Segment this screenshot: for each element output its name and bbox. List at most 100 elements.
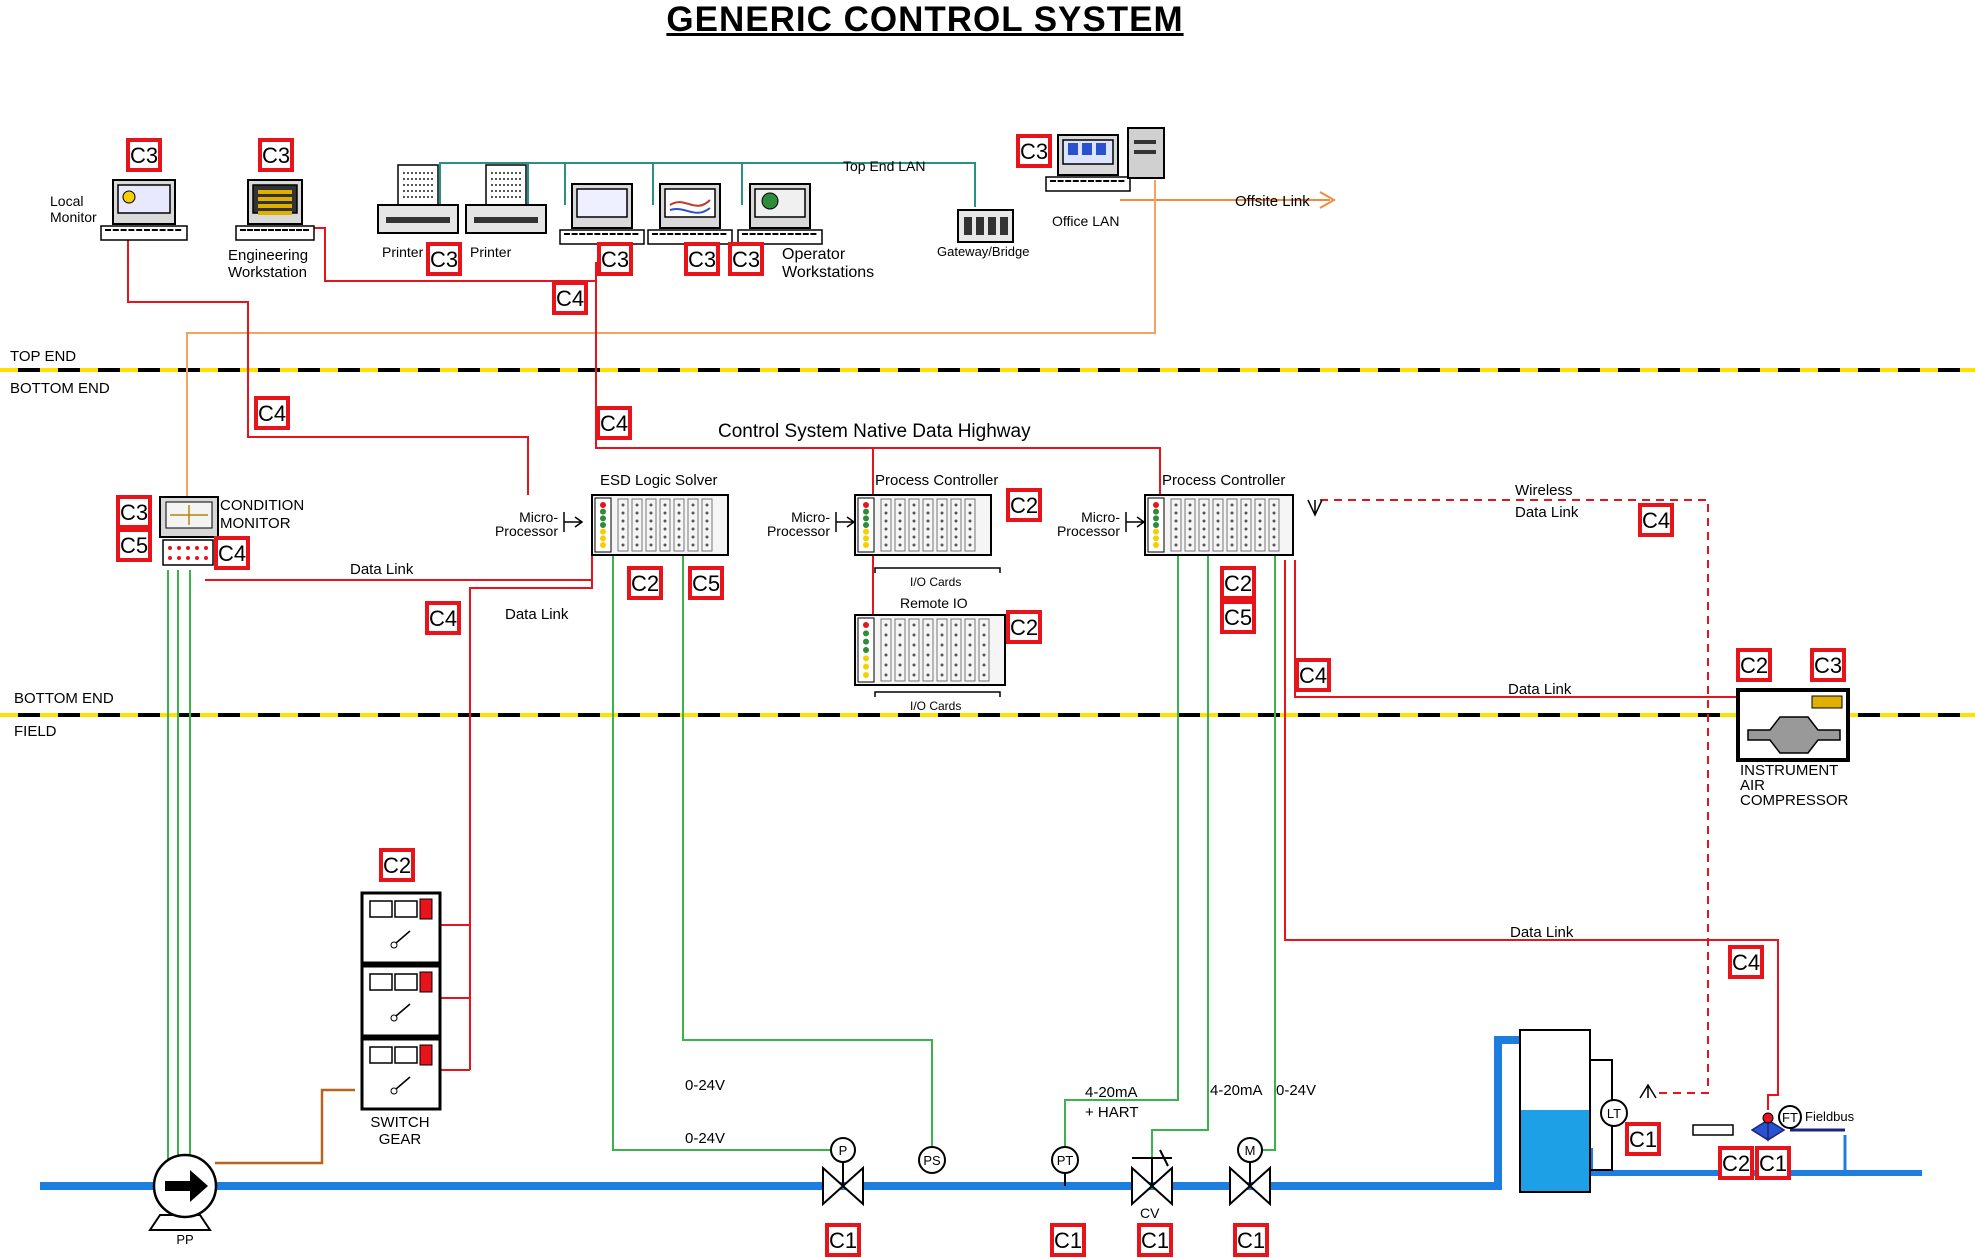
io-cards-label: I/O Cards [910,575,961,589]
screen-window [1082,143,1092,155]
signal-label: 4-20mA [1210,1082,1263,1099]
pump-icon [148,1153,218,1231]
process-pipe [40,1036,1520,1190]
tag-label: C3 [732,247,760,272]
office-pc-tower-icon [1127,127,1165,179]
screen-window [1068,143,1078,155]
screen-bar [258,190,292,194]
tag-c4: C4 [254,396,290,430]
instrument-tag: LT [1607,1106,1621,1121]
tag-label: C3 [120,500,148,525]
native-data-highway-label: Control System Native Data Highway [718,421,1031,442]
screen-bar [258,211,292,215]
flow-transmitter-icon: FT [1778,1105,1802,1129]
printer-label: Printer [470,244,512,260]
tag-c5: C5 [688,566,724,600]
tag-label: C2 [1010,493,1038,518]
tag-c3: C3 [426,242,462,276]
native-data-highway [595,437,1161,495]
tag-c2: C2 [1006,488,1042,522]
printer-1-icon [377,164,459,234]
motor-actuator-icon: M [1237,1137,1263,1163]
motor-valve-icon [1229,1158,1271,1207]
data-link-label: Data Link [1510,924,1574,941]
tag-c5: C5 [1220,600,1256,634]
screen-bar [258,197,292,201]
tag-c3: C3 [597,242,633,276]
wire-esd-p [612,555,830,1151]
actuator-spring-icon [1132,1149,1172,1167]
tag-c4: C4 [1638,503,1674,537]
data-link-label: Data Link [350,561,414,578]
tag-c1: C1 [825,1223,861,1257]
pressure-transmitter-icon: PT [1051,1146,1079,1174]
tag-c2: C2 [1718,1146,1754,1180]
tag-c4: C4 [596,406,632,440]
tag-c1: C1 [1233,1223,1269,1257]
tag-label: C1 [1054,1228,1082,1253]
tag-c3: C3 [1016,134,1052,168]
io-cards-label: I/O Cards [910,699,961,713]
io-cards-bracket [874,691,1001,697]
tag-c2: C2 [1220,566,1256,600]
local-monitor-icon [100,179,188,241]
wireless-data-link [1320,499,1709,1094]
switch-gear-icon [360,891,442,1111]
process-controller-label: Process Controller [875,472,998,489]
tag-label: C4 [1732,950,1760,975]
data-link-local-monitor [127,240,529,495]
screen-bar [258,204,292,208]
condition-monitor-icon [159,496,219,566]
process-controller-1-rack [854,494,992,556]
signal-label: 4-20mA [1085,1084,1138,1101]
tag-label: C5 [1224,605,1252,630]
tag-c3: C3 [258,138,294,172]
tag-label: C3 [262,143,290,168]
process-controller-label: Process Controller [1162,472,1285,489]
operator-workstation-1-icon [559,183,645,245]
remote-io-label: Remote IO [900,595,968,611]
zone-label-field: FIELD [14,723,57,740]
tag-label: C4 [600,411,628,436]
control-valve-label: CV [1140,1205,1160,1221]
tag-c3: C3 [728,242,764,276]
data-link-fieldbus [1284,560,1779,1110]
remote-io-rack [854,614,1006,686]
tag-label: C3 [601,247,629,272]
tag-label: C1 [1141,1228,1169,1253]
instrument-tag: M [1245,1143,1256,1158]
esd-logic-solver-rack [591,494,729,556]
monitor-graphic-icon [122,190,136,204]
tag-label: C4 [1642,508,1670,533]
io-cards-bracket [874,567,1001,573]
tag-c4: C4 [1295,658,1331,692]
tag-c2: C2 [379,848,415,882]
instrument-air-compressor-icon [1736,688,1850,762]
data-link-switch-gear [469,548,593,1070]
engineering-workstation-icon [235,179,315,241]
microprocessor-label: Micro-Processor [495,509,558,539]
operator-workstation-2-icon [647,183,733,245]
tag-c4: C4 [425,601,461,635]
instrument-tag: P [839,1143,848,1158]
pressure-switch-icon: PS [918,1146,946,1174]
top-end-lan-line [439,162,976,207]
tag-label: C3 [1814,653,1842,678]
antenna-icon [1639,1083,1657,1099]
instrument-tag: PS [923,1153,941,1168]
tag-label: C4 [429,606,457,631]
tag-label: C2 [1010,615,1038,640]
wire-cv [1151,555,1209,1165]
tag-c1: C1 [1137,1223,1173,1257]
trend-line-icon [669,199,711,207]
tag-c4: C4 [552,281,588,315]
gateway-bridge-icon [957,209,1014,243]
air-inlet-icon [1692,1124,1734,1136]
tag-label: C5 [692,571,720,596]
microprocessor-label: Micro-Processor [767,509,830,539]
office-lan-label: Office LAN [1052,213,1119,229]
